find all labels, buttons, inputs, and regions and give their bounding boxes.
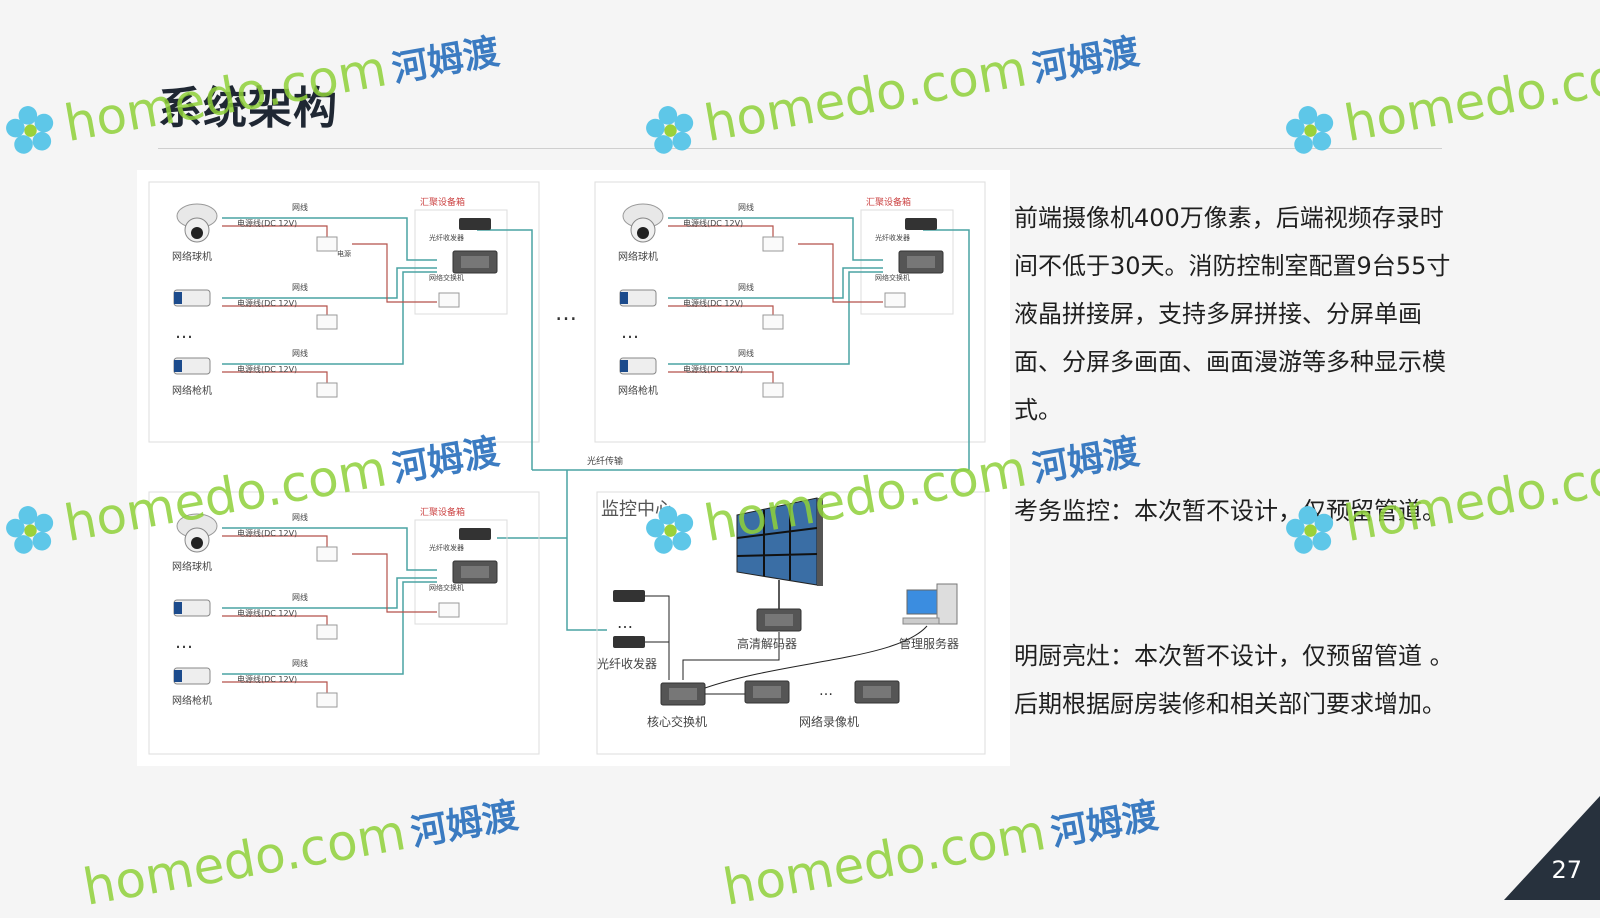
title-divider (158, 148, 1442, 149)
bullet-camera-label: 网络枪机 (172, 384, 212, 397)
svg-text:光纤收发器: 光纤收发器 (429, 233, 464, 242)
svg-text:电源线(DC 12V): 电源线(DC 12V) (237, 674, 297, 684)
fiber-transceiver-label: 光纤收发器 (597, 656, 657, 671)
dome-camera-icon (622, 203, 664, 243)
block-ellipsis: … (555, 301, 577, 326)
management-server-label: 管理服务器 (899, 636, 959, 651)
svg-text:网线: 网线 (292, 202, 308, 212)
svg-text:网线: 网线 (738, 348, 754, 358)
video-wall-icon (736, 497, 823, 586)
svg-text:网络球机: 网络球机 (172, 560, 212, 573)
monitoring-center: 监控中心 高清解码器 管理服务器 … 光纤收发器 (596, 491, 986, 755)
hd-decoder-label: 高清解码器 (737, 636, 797, 651)
dome-camera-icon (176, 203, 218, 243)
hd-decoder-icon (756, 608, 802, 632)
svg-text:电源线(DC 12V): 电源线(DC 12V) (237, 528, 297, 538)
svg-text:电源线(DC 12V): 电源线(DC 12V) (237, 298, 297, 308)
svg-text:光纤收发器: 光纤收发器 (875, 233, 910, 242)
svg-text:…: … (175, 632, 193, 653)
svg-text:网线: 网线 (738, 282, 754, 292)
fiber-transceiver-icon (459, 218, 491, 230)
svg-text:网线: 网线 (738, 202, 754, 212)
description-exam-monitoring: 考务监控：本次暂不设计，仅预留管道。 (1014, 497, 1446, 525)
svg-text:电源线(DC 12V): 电源线(DC 12V) (237, 218, 297, 228)
svg-text:网络枪机: 网络枪机 (618, 384, 658, 397)
svg-text:网线: 网线 (292, 592, 308, 602)
flower-logo-icon (6, 106, 54, 154)
svg-text:电源线(DC 12V): 电源线(DC 12V) (683, 364, 743, 374)
svg-text:电源线(DC 12V): 电源线(DC 12V) (683, 298, 743, 308)
frontend-block-2: 汇聚设备箱 网络球机 … 网络枪机 网线 电源线(DC 12V) 网线 电源线(… (594, 181, 986, 470)
bullet-camera-icon (173, 357, 211, 375)
flower-logo-icon (6, 506, 54, 554)
aggregation-label: 汇聚设备箱 (420, 196, 465, 208)
fiber-transceiver-icon (613, 636, 645, 648)
bullet-camera-icon (619, 357, 657, 375)
frontend-block-3: 汇聚设备箱 网络球机 … 网络枪机 网线 电源线(DC 12V) 网线 电源线(… (148, 491, 540, 755)
svg-text:网线: 网线 (292, 282, 308, 292)
svg-text:网络球机: 网络球机 (618, 250, 658, 263)
slide-title: 系统架构 (158, 83, 338, 134)
svg-text:网线: 网线 (292, 512, 308, 522)
description-kitchen: 明厨亮灶：本次暂不设计，仅预留管道 。后期根据厨房装修和相关部门要求增加。 (1014, 642, 1454, 718)
svg-text:电源线(DC 12V): 电源线(DC 12V) (237, 364, 297, 374)
power-supply-icon (316, 314, 338, 330)
svg-text:…: … (819, 683, 833, 699)
power-supply-icon (316, 236, 338, 252)
fiber-trunk (497, 469, 969, 631)
svg-text:电源线(DC 12V): 电源线(DC 12V) (683, 218, 743, 228)
svg-text:网络枪机: 网络枪机 (172, 694, 212, 707)
svg-text:…: … (617, 613, 633, 632)
svg-text:网络交换机: 网络交换机 (429, 273, 464, 282)
fiber-transceiver-icon (905, 218, 937, 230)
description-architecture: 前端摄像机400万像素，后端视频存录时间不低于30天。消防控制室配置9台55寸液… (1014, 204, 1451, 424)
svg-text:电源: 电源 (337, 249, 351, 258)
nvr-icon (744, 680, 790, 704)
network-switch-icon (898, 250, 944, 274)
flower-logo-icon (646, 106, 694, 154)
nvr-label: 网络录像机 (799, 714, 859, 729)
monitoring-center-label: 监控中心 (601, 499, 673, 520)
bullet-camera-icon (173, 289, 211, 307)
bullet-camera-icon (619, 289, 657, 307)
svg-text:网络交换机: 网络交换机 (875, 273, 910, 282)
fiber-transceiver-icon (613, 590, 645, 602)
svg-text:…: … (175, 322, 193, 343)
network-switch-icon (452, 250, 498, 274)
svg-text:光纤收发器: 光纤收发器 (429, 543, 464, 552)
core-switch-label: 核心交换机 (647, 714, 707, 729)
nvr-icon (854, 680, 900, 704)
fiber-transmission-label: 光纤传输 (587, 455, 623, 467)
power-supply-icon (438, 292, 460, 308)
system-architecture-diagram: 汇聚设备箱 网络球机 … 网络枪机 网线 电源线(DC 12V) 网线 电源线(… (137, 170, 1010, 766)
frontend-block-1: 汇聚设备箱 网络球机 … 网络枪机 网线 电源线(DC 12V) 网线 电源线(… (148, 181, 540, 470)
svg-text:…: … (621, 322, 639, 343)
management-server-icon (902, 583, 958, 625)
svg-text:网络交换机: 网络交换机 (429, 583, 464, 592)
svg-text:电源线(DC 12V): 电源线(DC 12V) (237, 608, 297, 618)
svg-text:汇聚设备箱: 汇聚设备箱 (866, 196, 911, 208)
core-switch-icon (660, 682, 706, 706)
svg-text:汇聚设备箱: 汇聚设备箱 (420, 506, 465, 518)
corner-decoration (1504, 796, 1600, 900)
page-number: 27 (1551, 856, 1582, 884)
dome-camera-label: 网络球机 (172, 250, 212, 263)
power-supply-icon (316, 382, 338, 398)
svg-text:网线: 网线 (292, 658, 308, 668)
flower-logo-icon (1286, 106, 1334, 154)
svg-text:网线: 网线 (292, 348, 308, 358)
